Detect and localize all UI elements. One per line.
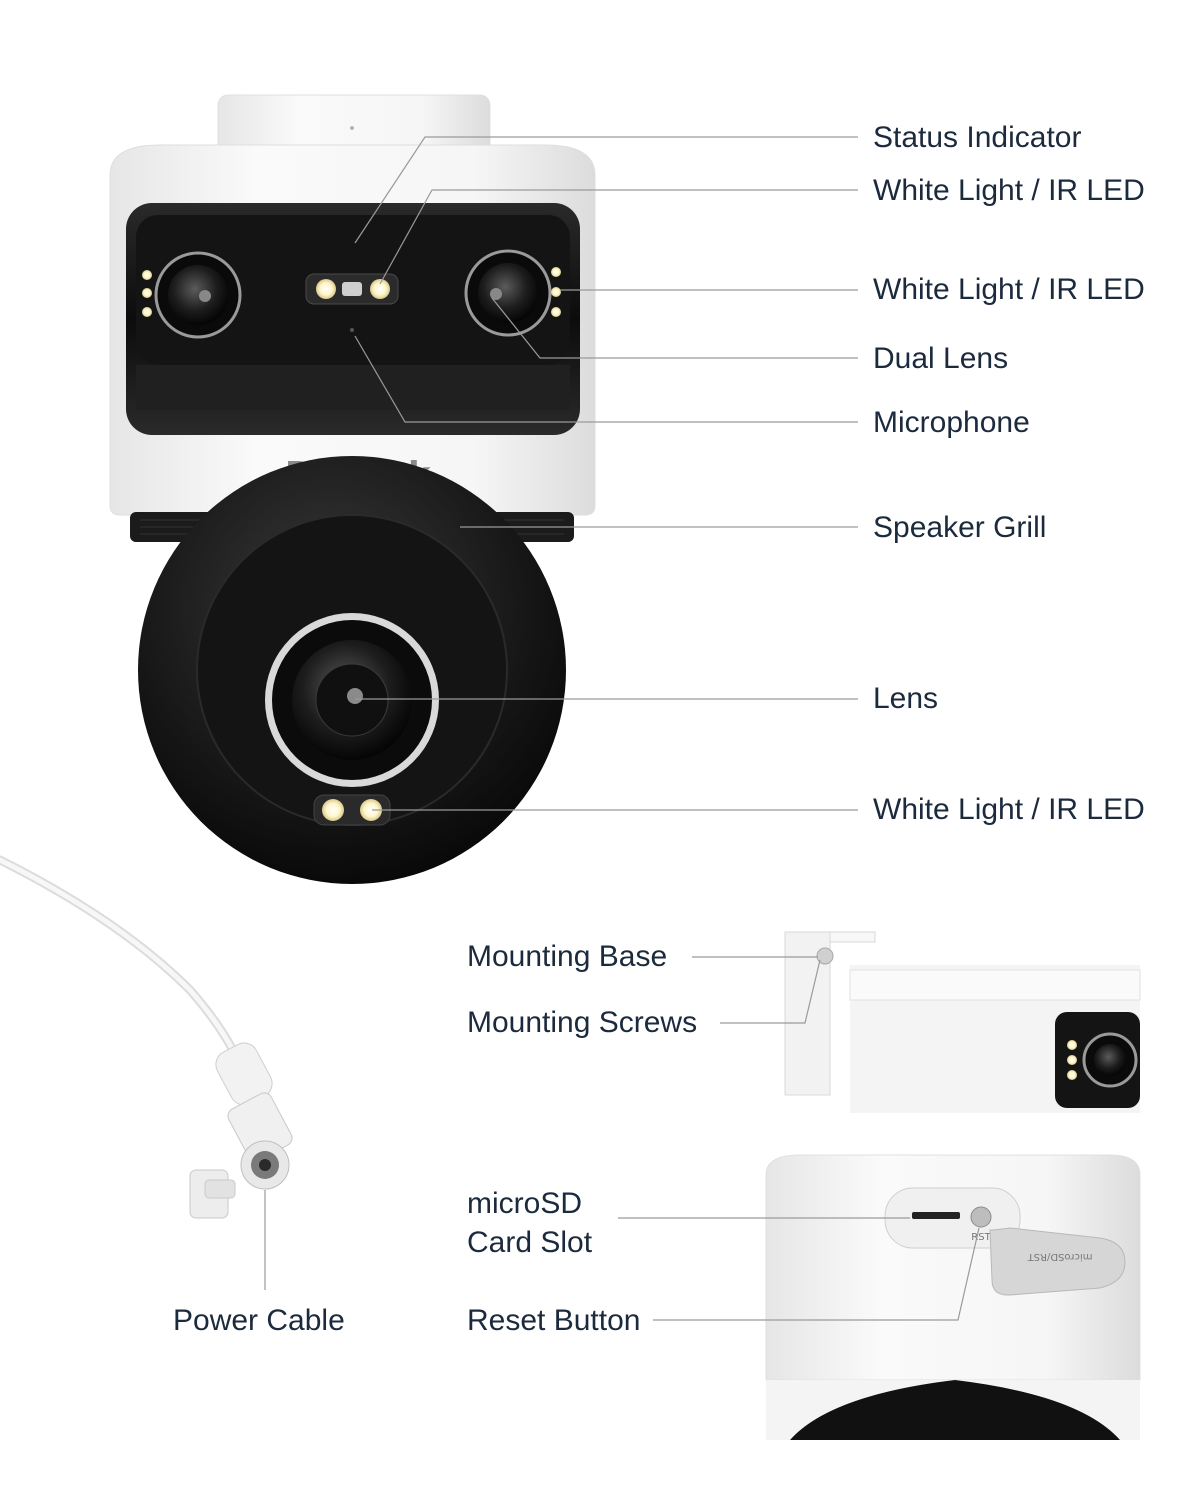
label-lens: Lens <box>873 682 938 715</box>
bottom-led-pair <box>313 794 391 826</box>
mounting-base-detail <box>784 931 1141 1113</box>
label-dual-lens: Dual Lens <box>873 342 1008 375</box>
microsd-slot <box>912 1212 960 1219</box>
microphone-hole <box>350 328 354 332</box>
label-white-light-right: White Light / IR LED <box>873 273 1145 306</box>
center-led-bar <box>305 273 399 305</box>
leader-lines <box>264 136 980 1321</box>
label-speaker-grill: Speaker Grill <box>873 511 1046 544</box>
mounting-screw-head <box>816 947 834 965</box>
label-white-light-top: White Light / IR LED <box>873 174 1145 207</box>
dual-lens-right <box>464 249 552 337</box>
port-text: RST <box>971 1232 991 1243</box>
reset-hole <box>970 1206 992 1228</box>
dual-lens-left <box>154 251 242 339</box>
label-microsd-line1: microSD <box>467 1187 582 1220</box>
label-mounting-base: Mounting Base <box>467 940 667 973</box>
power-cable <box>0 855 293 1219</box>
right-side-leds <box>551 267 561 317</box>
label-status-indicator: Status Indicator <box>873 121 1081 154</box>
main-camera: Reolink <box>109 94 596 884</box>
label-reset-button: Reset Button <box>467 1304 640 1337</box>
label-mounting-screws: Mounting Screws <box>467 1006 697 1039</box>
slot-cover-tab <box>989 1227 1126 1296</box>
label-power-cable: Power Cable <box>173 1304 345 1337</box>
label-white-light-bottom: White Light / IR LED <box>873 793 1145 826</box>
main-lens <box>265 613 439 787</box>
labels: Status Indicator White Light / IR LED Wh… <box>173 121 1145 1337</box>
label-microsd-line2: Card Slot <box>467 1226 593 1259</box>
label-microphone: Microphone <box>873 406 1030 439</box>
microsd-detail: RST microSD/RST <box>765 1154 1141 1440</box>
left-side-leds <box>142 270 152 317</box>
cover-text: microSD/RST <box>1027 1251 1093 1262</box>
status-indicator-dot <box>350 126 354 130</box>
